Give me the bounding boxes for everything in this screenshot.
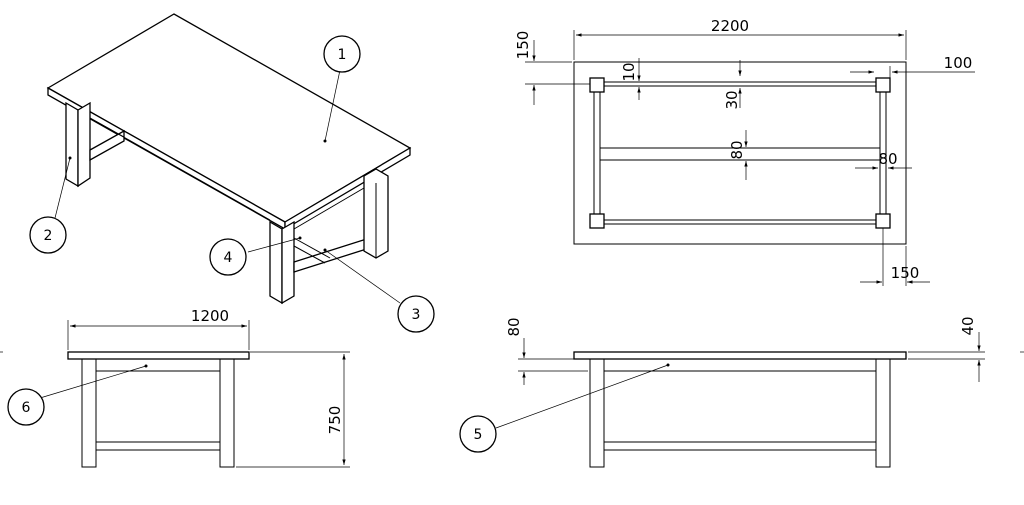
dim-side-offset: 100 (944, 54, 973, 72)
front-view: 1200 750 (39, 307, 350, 468)
front-leg-left (81, 358, 97, 468)
balloon-4: 4 (209, 238, 247, 276)
front-leg-right (219, 358, 235, 468)
iso-leg-front-right (269, 220, 283, 305)
balloon-1: 1 (323, 35, 361, 73)
top-leg-4 (875, 213, 891, 229)
top-leg-3 (589, 213, 605, 229)
balloon-3: 3 (397, 295, 435, 333)
side-leg-left (589, 358, 605, 468)
front-tabletop (67, 351, 250, 360)
dim-middle-rail: 80 (728, 140, 746, 159)
dim-leg-inset: 150 (891, 264, 920, 282)
dim-apron-height: 80 (505, 317, 523, 336)
dim-leg-side: 80 (878, 150, 897, 168)
dim-top-thickness: 40 (959, 316, 977, 335)
top-leg-1 (589, 77, 605, 93)
balloon-1-label: 1 (338, 47, 347, 63)
dim-top-overhang: 150 (514, 31, 532, 60)
balloon-6-label: 6 (22, 400, 31, 416)
isometric-view (46, 13, 412, 305)
balloon-5: 5 (459, 415, 497, 453)
balloon-4-label: 4 (224, 250, 233, 266)
dim-front-width: 1200 (191, 307, 229, 325)
balloon-5-label: 5 (474, 427, 483, 443)
side-leg-right (875, 358, 891, 468)
dim-rail-width: 30 (723, 90, 741, 109)
side-tabletop (573, 351, 907, 360)
dim-height: 750 (326, 406, 344, 435)
balloon-6: 6 (7, 388, 45, 426)
iso-leg-front-left (65, 101, 79, 188)
dim-top-length: 2200 (711, 17, 749, 35)
top-view: 2200 150 10 30 100 80 80 150 (514, 17, 975, 286)
balloon-2-label: 2 (44, 228, 53, 244)
balloon-3-label: 3 (412, 307, 421, 323)
balloon-2: 2 (29, 216, 67, 254)
top-leg-2 (875, 77, 891, 93)
iso-stretcher-left (89, 129, 125, 162)
side-view: 80 40 (495, 316, 985, 468)
dim-rail-offset: 10 (620, 62, 638, 81)
